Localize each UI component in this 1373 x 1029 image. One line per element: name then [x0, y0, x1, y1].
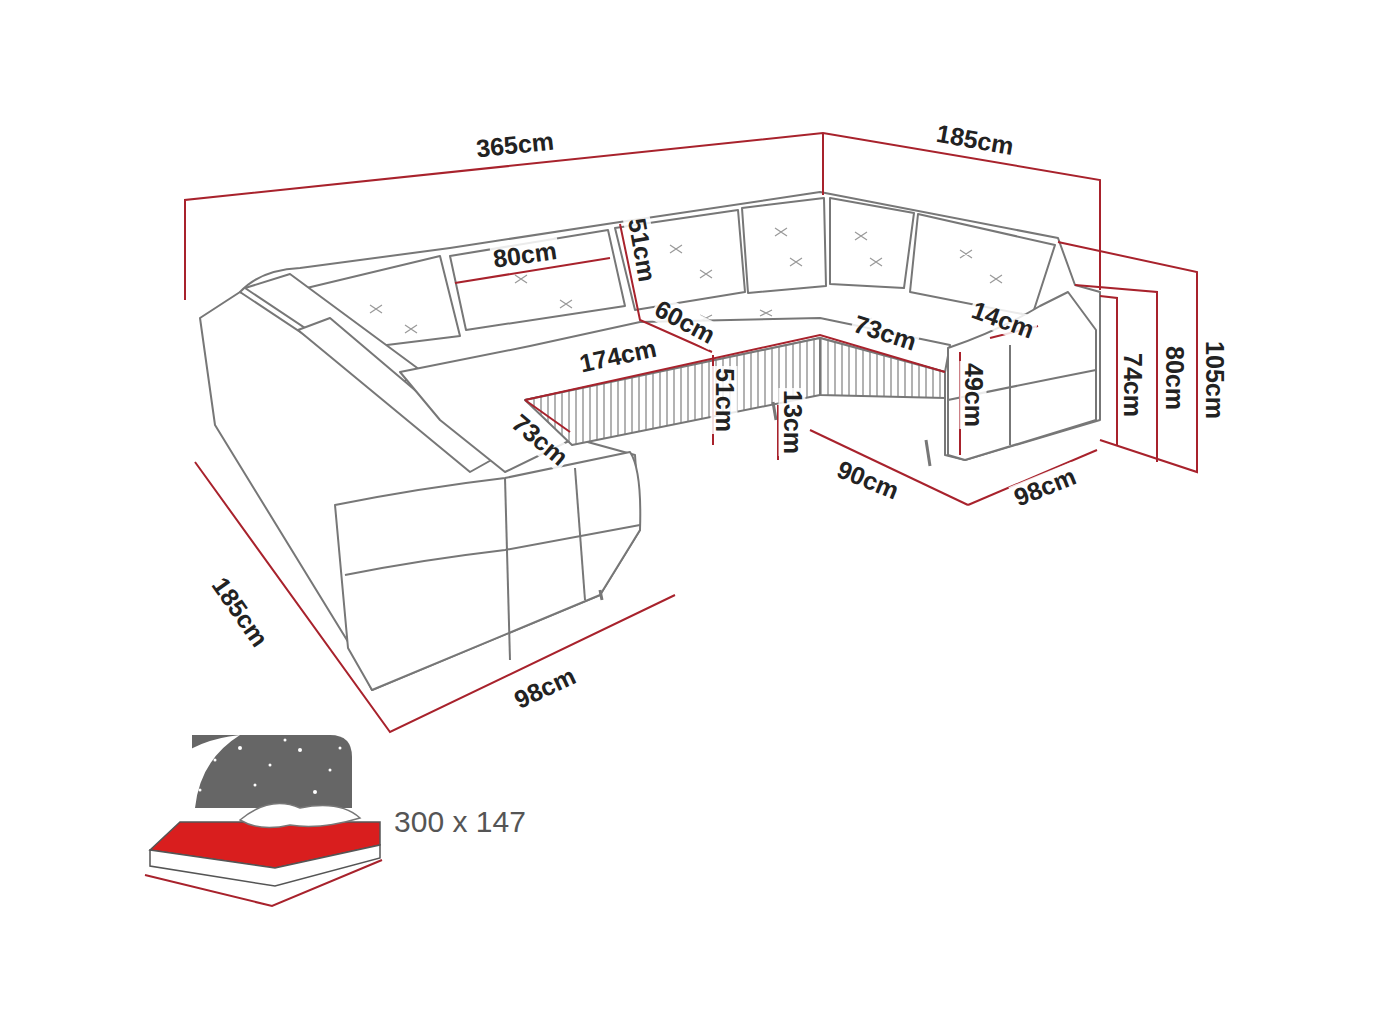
dimension-label: 90cm	[831, 455, 904, 505]
dimension-label: 49cm	[960, 361, 987, 429]
bed-size-label: 300 x 147	[392, 806, 528, 838]
dimension-label: 80cm	[1161, 344, 1188, 412]
dimension-label: 365cm	[473, 127, 557, 162]
dimension-label: 185cm	[205, 571, 274, 654]
dimension-label: 51cm	[711, 366, 738, 434]
dimension-label: 98cm	[1008, 462, 1081, 512]
dimension-label: 74cm	[1119, 351, 1146, 419]
dimension-label: 105cm	[1201, 339, 1228, 421]
dimension-label: 13cm	[779, 388, 806, 456]
